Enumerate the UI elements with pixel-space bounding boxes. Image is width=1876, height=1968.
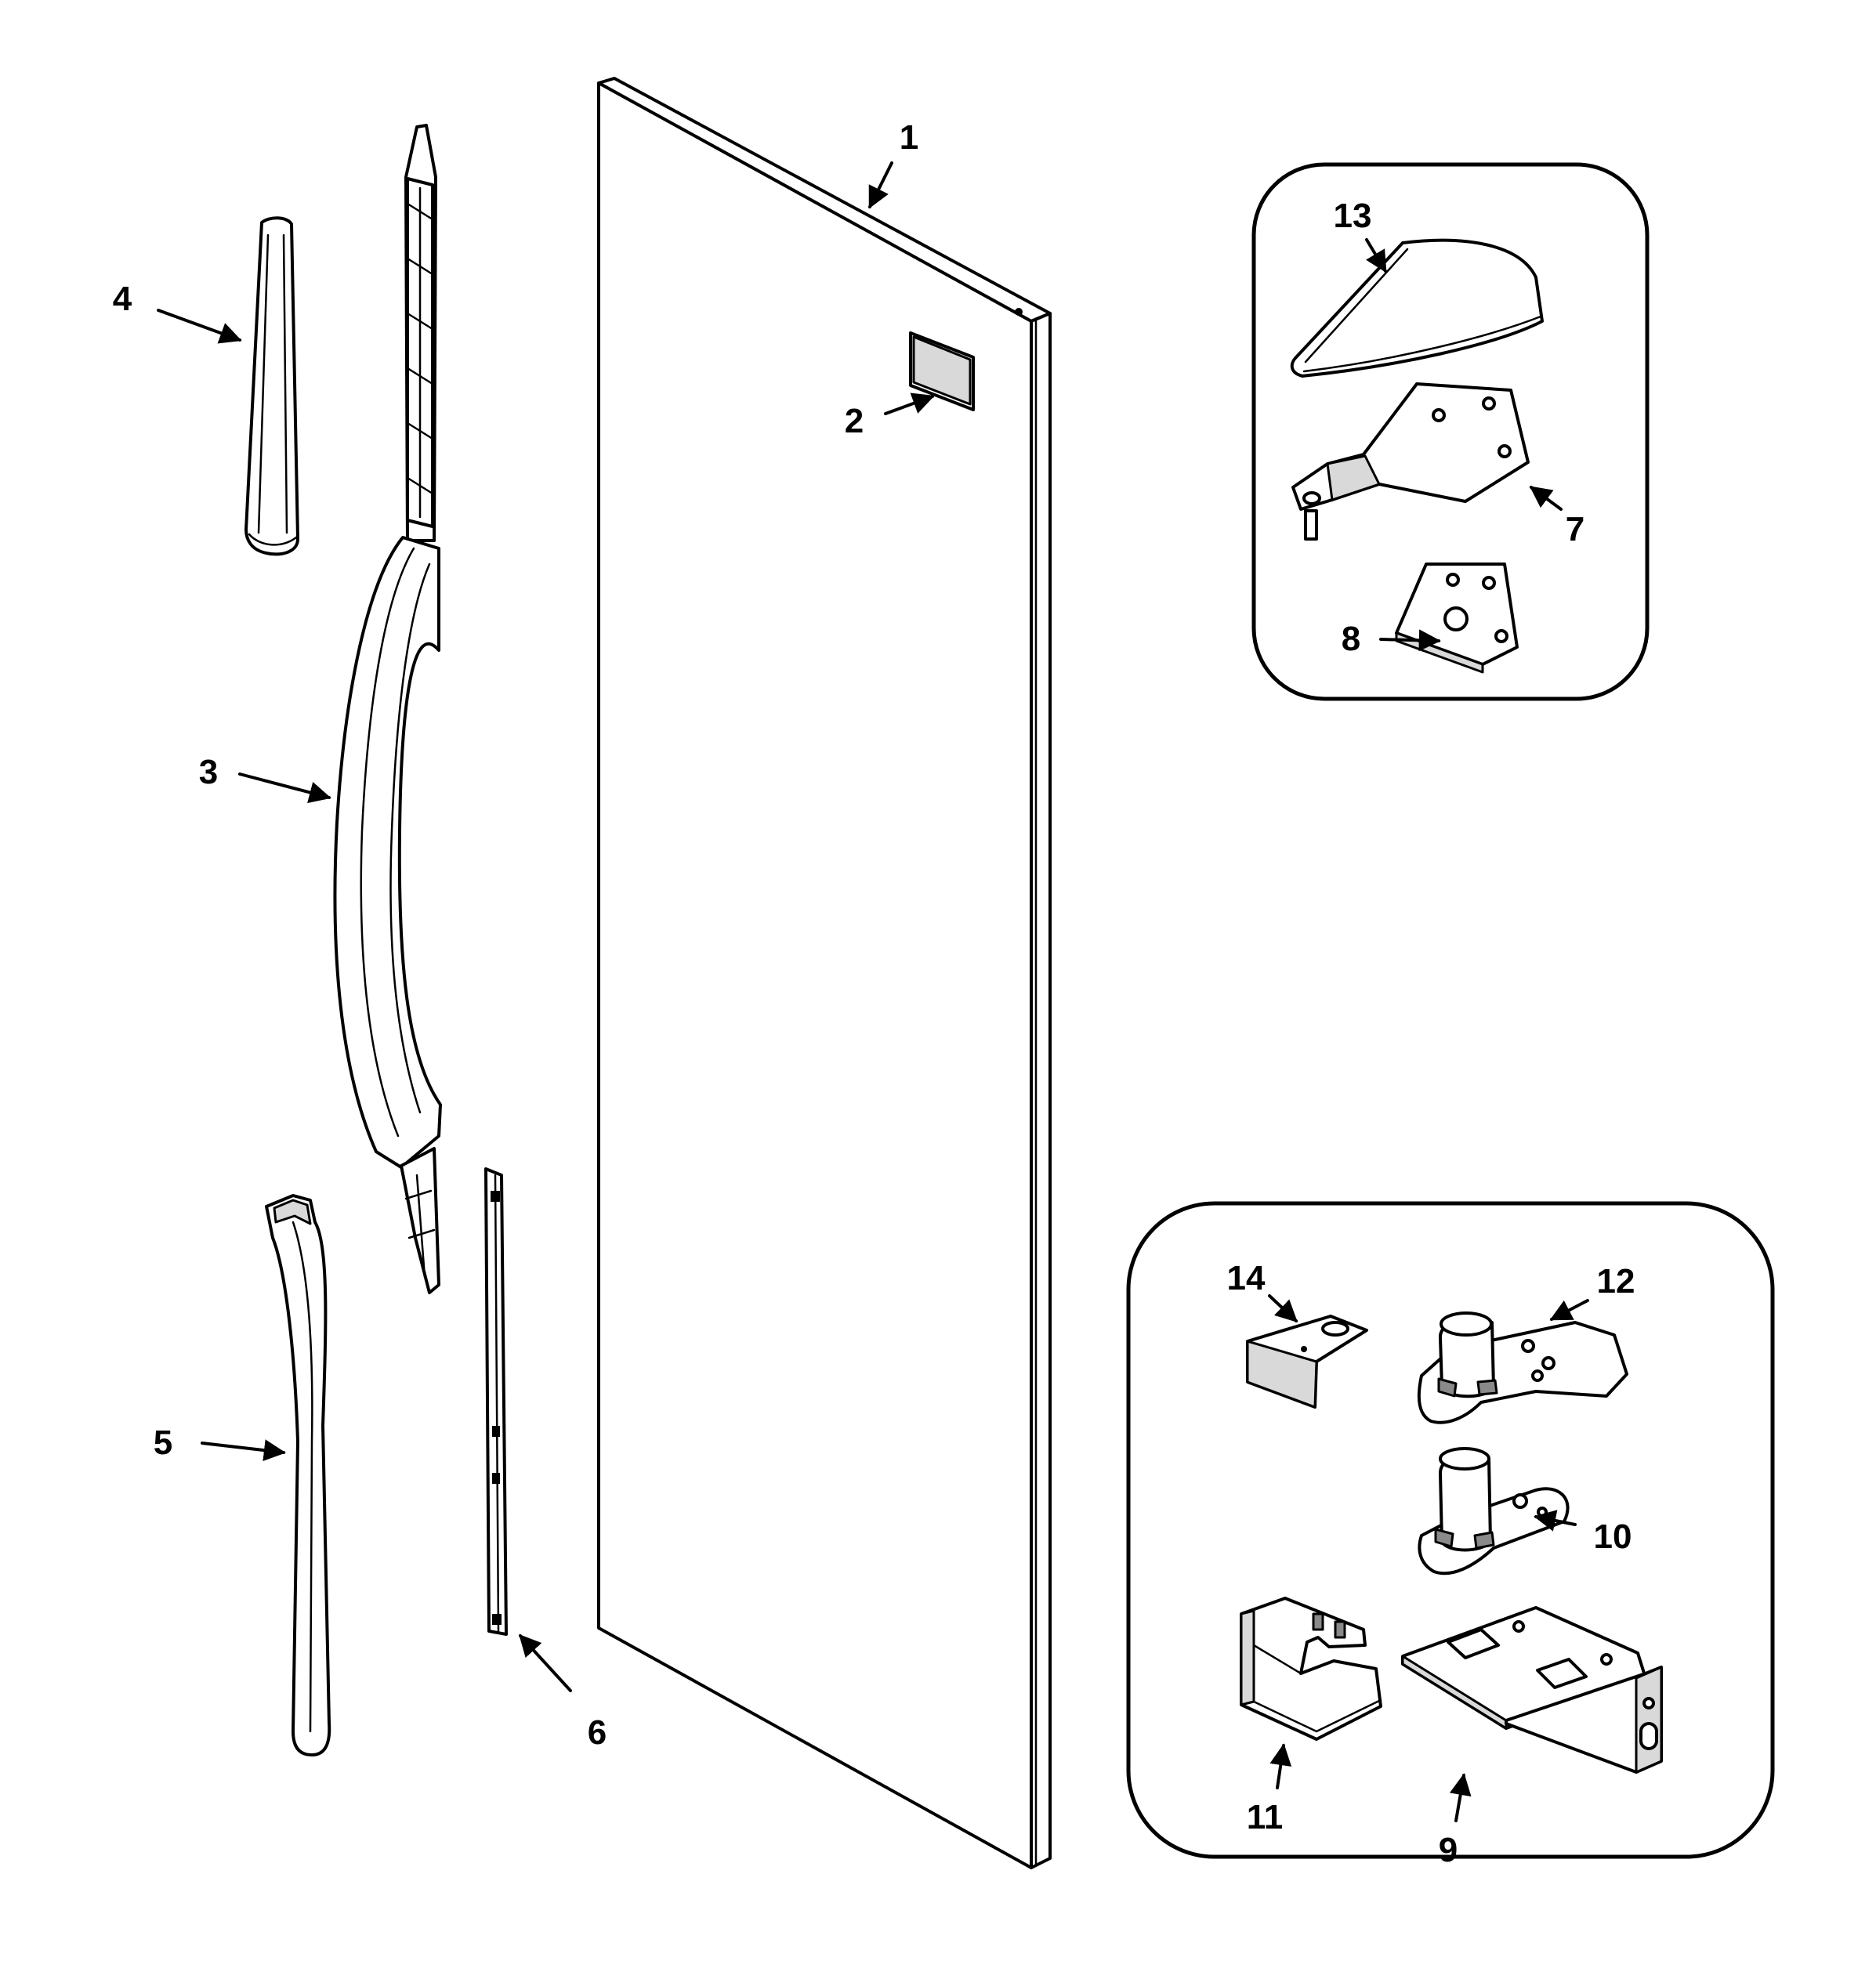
lower-hinge-pin xyxy=(1418,1447,1570,1575)
callout-3: 3 xyxy=(199,753,218,791)
leader-arrows xyxy=(157,161,1589,1822)
gasket-strip xyxy=(484,1167,508,1636)
callout-5: 5 xyxy=(154,1424,172,1462)
callout-9: 9 xyxy=(1439,1831,1458,1869)
arrow-4 xyxy=(157,309,242,344)
arrow-2 xyxy=(884,393,935,415)
upper-hinge-plate xyxy=(1291,382,1530,541)
arrow-11 xyxy=(1269,1743,1292,1789)
arrow-14 xyxy=(1268,1294,1298,1322)
door-handle xyxy=(333,124,442,1294)
door-panel xyxy=(597,77,1052,1869)
hinge-shim xyxy=(1395,563,1519,674)
nameplate xyxy=(909,331,975,411)
callout-1: 1 xyxy=(900,118,918,157)
arrow-13 xyxy=(1365,238,1387,273)
callout-7: 7 xyxy=(1566,510,1584,548)
arrow-10 xyxy=(1534,1510,1577,1532)
upper-hinge-detail-box xyxy=(1251,162,1650,701)
callout-4: 4 xyxy=(113,280,132,318)
arrow-9 xyxy=(1449,1773,1472,1822)
callout-12: 12 xyxy=(1597,1262,1635,1301)
callout-6: 6 xyxy=(588,1713,607,1752)
lower-trim-cap xyxy=(265,1194,331,1756)
callout-8: 8 xyxy=(1342,620,1360,658)
callout-14: 14 xyxy=(1227,1259,1266,1297)
arrow-3 xyxy=(238,772,331,804)
callout-2: 2 xyxy=(845,402,864,440)
callout-10: 10 xyxy=(1594,1518,1632,1556)
hinge-cover xyxy=(1290,238,1544,378)
lower-hinge-bracket xyxy=(1401,1606,1663,1774)
arrow-6 xyxy=(519,1633,572,1692)
callout-13: 13 xyxy=(1334,197,1372,235)
arrow-12 xyxy=(1549,1299,1589,1321)
lower-hinge-detail-box xyxy=(1126,1201,1775,1859)
arrow-1 xyxy=(868,161,893,209)
arrow-7 xyxy=(1529,486,1563,511)
callout-11: 11 xyxy=(1247,1798,1284,1836)
arrow-8 xyxy=(1379,629,1441,652)
arrow-5 xyxy=(201,1439,286,1462)
upper-hinge-pin xyxy=(1417,1311,1628,1424)
upper-trim-cap xyxy=(244,216,299,556)
lower-hinge-cover xyxy=(1240,1597,1382,1741)
callout-labels: 1 2 3 4 5 6 7 8 9 10 11 12 13 14 xyxy=(113,118,1635,1869)
small-bracket xyxy=(1246,1315,1368,1409)
